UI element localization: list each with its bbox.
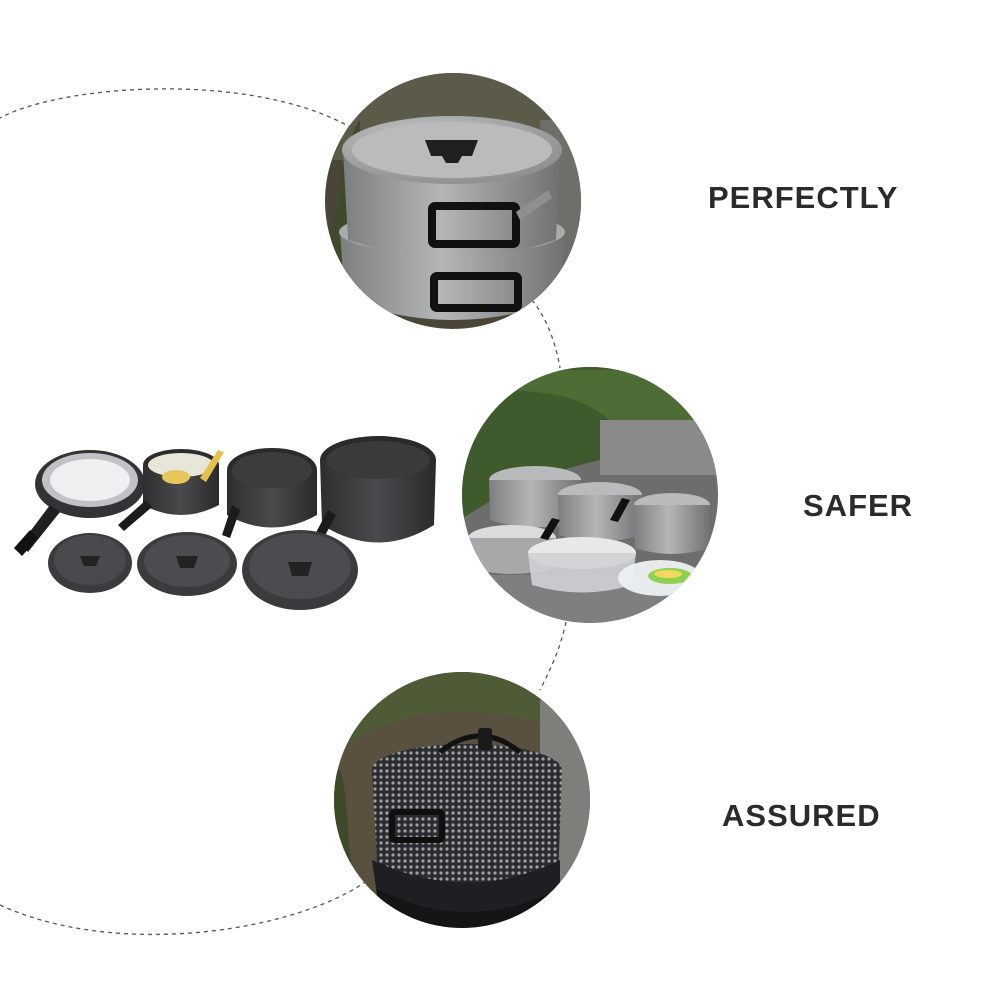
stacked-pots-photo-icon xyxy=(325,73,581,329)
dashed-link-top xyxy=(531,299,561,369)
camping-cookware-set-icon xyxy=(14,436,436,610)
dashed-link-bottom xyxy=(539,621,567,691)
feature-label-safer: SAFER xyxy=(803,488,914,523)
dashed-arc xyxy=(0,88,353,129)
dashed-connector xyxy=(0,88,567,936)
feature-label-perfectly: PERFECTLY xyxy=(708,180,899,215)
cookware-on-steps-photo-icon xyxy=(462,367,718,623)
dashed-arc-bottom xyxy=(0,879,369,936)
mesh-carry-bag-photo-icon xyxy=(334,672,590,928)
feature-label-assured: ASSURED xyxy=(722,798,881,833)
